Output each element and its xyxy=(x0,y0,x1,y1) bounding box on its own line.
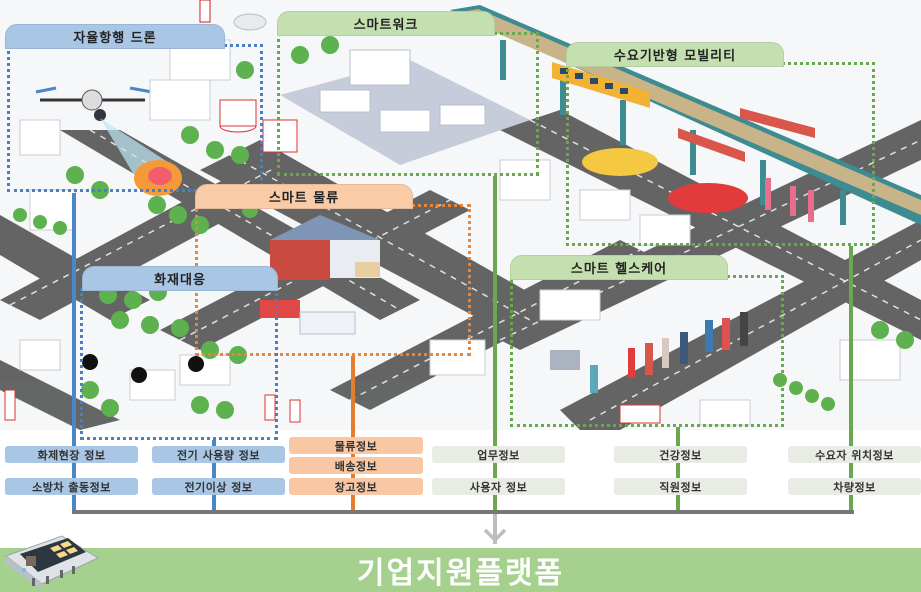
logistics-section-tab: 스마트 물류 xyxy=(195,184,413,209)
mobility-connector-line xyxy=(849,246,853,514)
smart-work-section-tab: 스마트워크 xyxy=(277,11,495,36)
info-power-usage: 전기 사용량 정보 xyxy=(152,446,285,463)
arrow-down-icon xyxy=(483,528,507,542)
kiosk-device-icon xyxy=(4,535,100,590)
logistics-connector-line xyxy=(351,356,355,514)
info-demander-location: 수요자 위치정보 xyxy=(788,446,921,463)
arrow-stem xyxy=(493,514,497,544)
info-user: 사용자 정보 xyxy=(432,478,565,495)
healthcare-section-frame xyxy=(510,275,784,427)
info-work: 업무정보 xyxy=(432,446,565,463)
smart-work-connector-line xyxy=(493,176,497,514)
fire-section-tab: 화재대응 xyxy=(82,266,278,291)
info-health: 건강정보 xyxy=(614,446,747,463)
fire-section-frame xyxy=(80,288,278,440)
fire-connector-line xyxy=(212,440,216,514)
info-delivery: 배송정보 xyxy=(289,457,423,474)
info-fire-truck-dispatch: 소방차 출동정보 xyxy=(5,478,138,495)
mobility-section-tab: 수요기반형 모빌리티 xyxy=(566,42,784,67)
platform-title: 기업지원플랫폼 xyxy=(356,556,565,591)
info-employee: 직원정보 xyxy=(614,478,747,495)
mobility-section-frame xyxy=(566,62,875,246)
healthcare-section-tab: 스마트 헬스케어 xyxy=(510,255,728,280)
smart-work-section-frame xyxy=(277,32,539,176)
drone-connector-line xyxy=(72,193,76,514)
healthcare-connector-line xyxy=(676,427,680,514)
info-vehicle: 차량정보 xyxy=(788,478,921,495)
data-bus-line xyxy=(72,510,854,514)
enterprise-support-platform-bar: 기업지원플랫폼 xyxy=(0,548,921,592)
info-warehouse: 창고정보 xyxy=(289,478,423,495)
info-logistics: 물류정보 xyxy=(289,437,423,454)
info-power-anomaly: 전기이상 정보 xyxy=(152,478,285,495)
drone-section-frame xyxy=(7,44,263,192)
drone-section-tab: 자율항행 드론 xyxy=(5,24,225,49)
info-fire-scene: 화제현장 정보 xyxy=(5,446,138,463)
